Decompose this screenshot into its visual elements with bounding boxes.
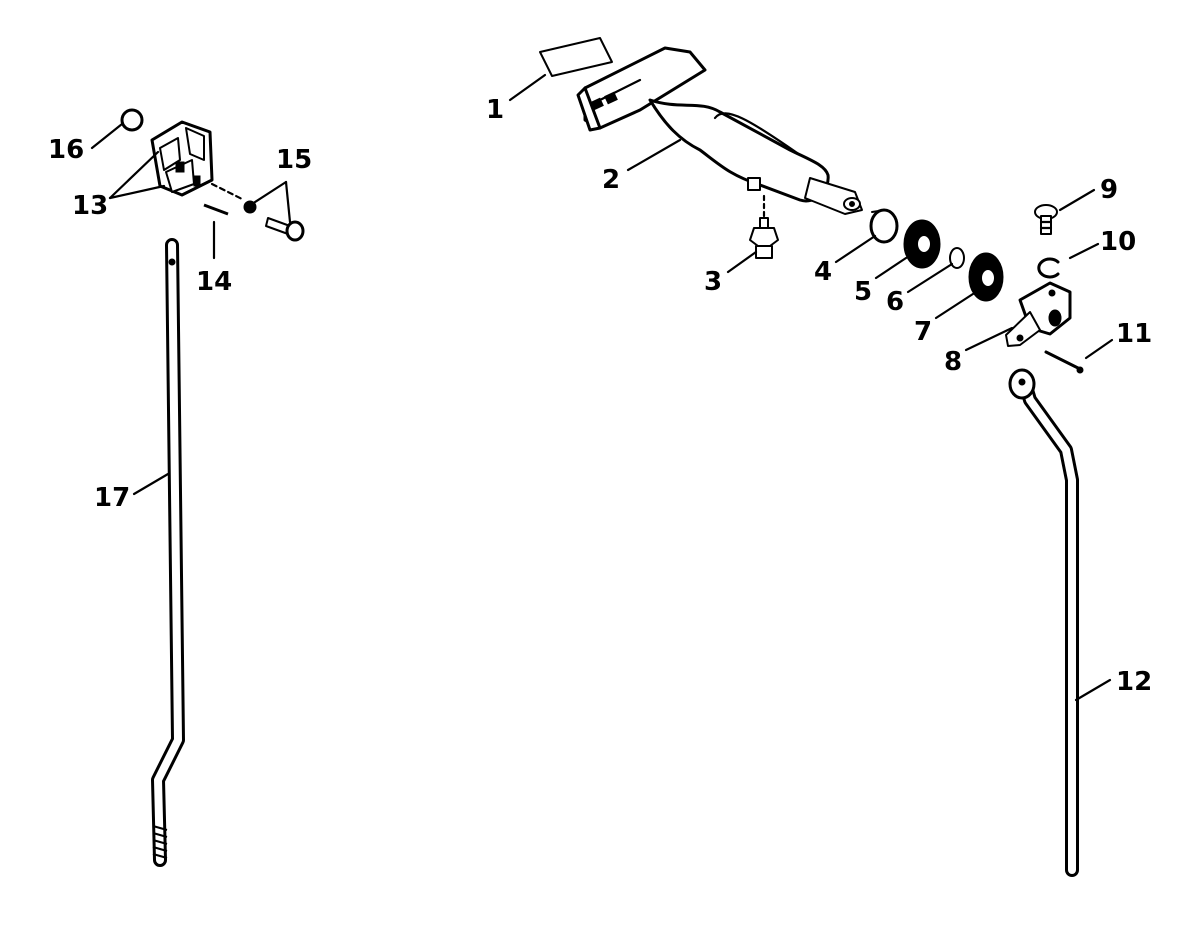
part-8-clevis <box>1005 281 1072 347</box>
callout-5: 5 <box>854 277 872 307</box>
callout-8: 8 <box>944 347 962 377</box>
part-1-decal <box>539 37 613 77</box>
part-15-bolt <box>210 182 305 242</box>
part-2-lever <box>576 46 863 215</box>
callout-14: 14 <box>196 267 232 297</box>
part-10-clip <box>1037 257 1060 279</box>
callout-15: 15 <box>276 145 312 175</box>
callout-16: 16 <box>48 135 84 165</box>
callout-6: 6 <box>886 287 904 317</box>
part-9-screw <box>1034 204 1058 235</box>
part-12-rod <box>1008 368 1079 877</box>
part-16-ball <box>120 108 144 132</box>
leader-lines <box>90 73 1114 702</box>
callout-17: 17 <box>94 483 130 513</box>
part-3-fitting <box>749 194 779 259</box>
part-4-bushing <box>869 208 899 244</box>
callout-12: 12 <box>1116 667 1152 697</box>
part-14-pin <box>203 203 229 216</box>
callout-9: 9 <box>1100 175 1118 205</box>
part-13-bracket <box>150 120 214 197</box>
callout-10: 10 <box>1100 227 1136 257</box>
part-5-washer <box>903 219 941 269</box>
callout-labels: 1 2 3 4 5 6 7 8 9 10 11 12 13 14 15 16 1… <box>48 95 1152 697</box>
callout-1: 1 <box>486 95 504 125</box>
callout-7: 7 <box>914 317 932 347</box>
callout-2: 2 <box>602 165 620 195</box>
part-6-ring <box>949 247 965 269</box>
callout-11: 11 <box>1116 319 1152 349</box>
callout-13: 13 <box>72 191 108 221</box>
part-7-washer <box>968 252 1004 302</box>
callout-4: 4 <box>814 257 832 287</box>
part-17-rod <box>151 238 185 867</box>
callout-3: 3 <box>704 267 722 297</box>
part-11-pin <box>1044 350 1084 374</box>
